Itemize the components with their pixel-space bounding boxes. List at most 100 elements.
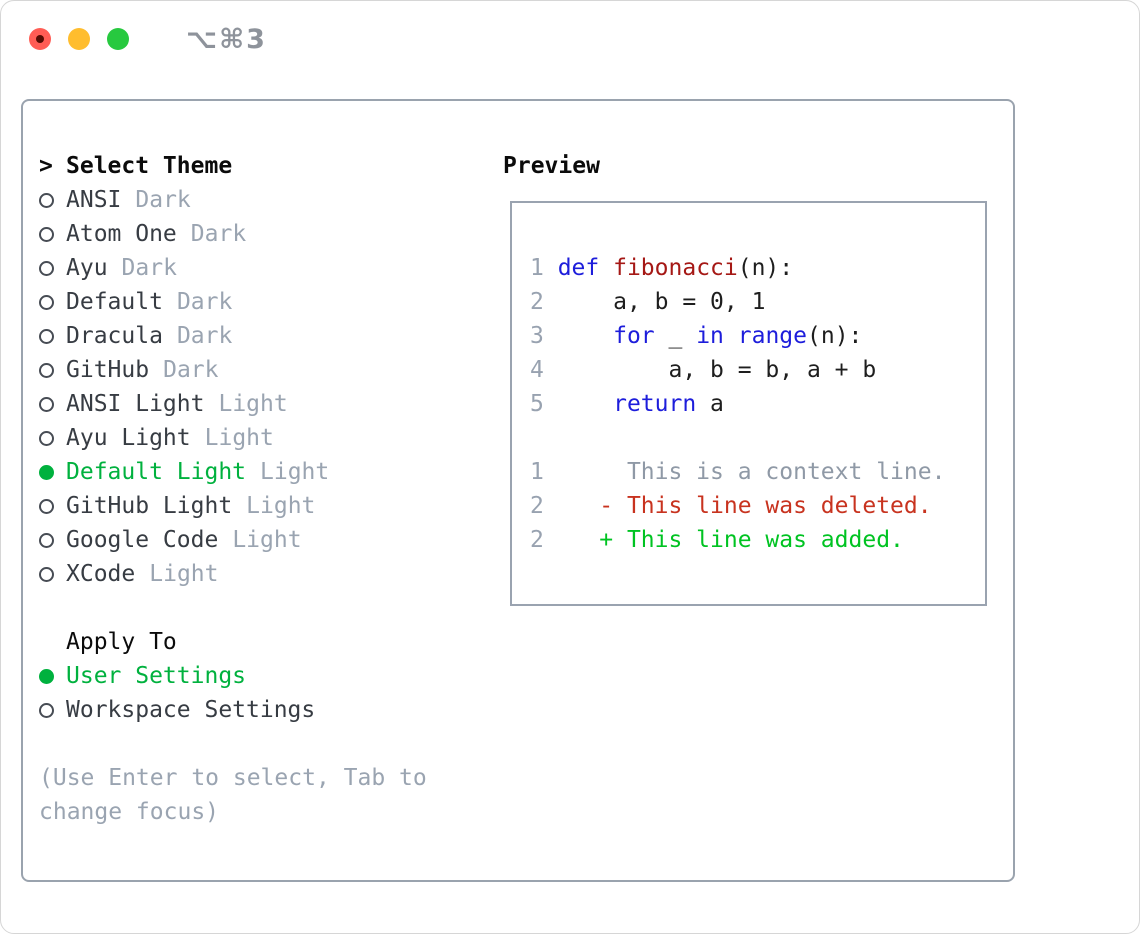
radio-circle: [39, 430, 54, 446]
preview-code-line: 2 + This line was added.: [530, 523, 985, 557]
code-segment-pl: (n):: [807, 323, 863, 349]
theme-variant: Light: [204, 425, 274, 451]
radio-circle: [39, 566, 54, 582]
theme-option-github-light[interactable]: GitHub Light Light: [39, 489, 499, 523]
theme-variant: Dark: [176, 289, 233, 315]
code-segment-ln: 2: [530, 289, 558, 315]
code-segment-pl: [544, 493, 599, 519]
theme-variant: Dark: [190, 221, 247, 247]
radio-circle: [39, 396, 54, 412]
theme-name: GitHub: [66, 357, 150, 383]
preview-code-line: 4 a, b = b, a + b: [530, 353, 985, 387]
code-segment-ln: 4: [530, 357, 558, 383]
theme-variant: Light: [246, 493, 316, 519]
apply-to-label: Apply To: [66, 629, 177, 655]
code-segment-ln: 1: [530, 459, 544, 485]
preview-code-line: 1 def fibonacci(n):: [530, 251, 985, 285]
code-segment-pl: [544, 527, 599, 553]
theme-option-ansi[interactable]: ANSI Dark: [39, 183, 499, 217]
code-segment-pl: a, b = b, a + b: [557, 357, 877, 383]
theme-name: Ayu Light: [66, 425, 191, 451]
radio-icon: [39, 430, 66, 446]
radio-icon: [39, 294, 66, 310]
code-segment-del: - This line was deleted.: [599, 493, 932, 519]
select-theme-label: Select Theme: [66, 153, 233, 179]
code-segment-pl: [599, 255, 613, 281]
theme-name: Atom One: [66, 221, 177, 247]
apply-option-name: Workspace Settings: [66, 697, 316, 723]
apply-option-workspace-settings[interactable]: Workspace Settings: [39, 693, 499, 727]
radio-circle: [39, 362, 54, 378]
theme-variant: Dark: [176, 323, 233, 349]
close-button[interactable]: [29, 28, 51, 50]
code-segment-pl: (n):: [737, 255, 794, 281]
code-segment-ctx: This is a context line.: [543, 459, 946, 485]
apply-to-header: Apply To: [39, 625, 499, 659]
radio-icon: [39, 396, 66, 412]
theme-name: GitHub Light: [66, 493, 233, 519]
minimize-button[interactable]: [68, 28, 90, 50]
preview-code-line: 2 a, b = 0, 1: [530, 285, 985, 319]
theme-name: ANSI: [66, 187, 122, 213]
radio-icon: [39, 498, 66, 514]
radio-icon: [39, 260, 66, 276]
hint-text: (Use Enter to select, Tab to change focu…: [39, 761, 499, 829]
radio-icon: [39, 362, 66, 378]
theme-variant: Light: [260, 459, 330, 485]
apply-option-name: User Settings: [66, 663, 247, 689]
code-segment-ln: 5: [530, 391, 558, 417]
radio-circle: [39, 498, 54, 514]
preview-code-line: 5 return a: [530, 387, 985, 421]
radio-icon: [39, 192, 66, 208]
preview-code-line: 2 - This line was deleted.: [530, 489, 985, 523]
radio-circle: [39, 260, 54, 276]
theme-name: XCode: [66, 561, 136, 587]
code-segment-fn: fibonacci: [613, 255, 738, 281]
code-segment-kw: def: [557, 255, 600, 281]
theme-name: Dracula: [66, 323, 163, 349]
code-segment-ln: 3: [530, 323, 558, 349]
code-segment-pl: a, b = 0, 1: [557, 289, 766, 315]
preview-code-line: 1 This is a context line.: [530, 455, 985, 489]
hint-line-1: (Use Enter to select, Tab to: [39, 765, 427, 791]
preview-code-line: [530, 421, 985, 455]
apply-option-user-settings[interactable]: User Settings: [39, 659, 499, 693]
document-edited-icon: [36, 35, 44, 43]
window-title: ⌥⌘3: [186, 23, 267, 55]
code-segment-pl: _: [654, 323, 697, 349]
theme-option-default[interactable]: Default Dark: [39, 285, 499, 319]
theme-name: Default: [66, 289, 163, 315]
select-theme-header: > Select Theme: [39, 149, 499, 183]
spacer-row: [39, 727, 499, 761]
theme-option-atom-one[interactable]: Atom One Dark: [39, 217, 499, 251]
code-segment-ln: 1: [530, 255, 558, 281]
radio-circle: [39, 702, 54, 718]
radio-icon: [39, 566, 66, 582]
theme-name: Default Light: [66, 459, 247, 485]
code-segment-pl: [558, 323, 613, 349]
theme-option-ayu-light[interactable]: Ayu Light Light: [39, 421, 499, 455]
zoom-button[interactable]: [107, 28, 129, 50]
radio-selected-icon: [39, 668, 66, 684]
code-segment-add: + This line was added.: [599, 527, 904, 553]
radio-icon: [39, 702, 66, 718]
radio-circle: [39, 532, 54, 548]
code-segment-kw: return: [613, 391, 697, 417]
theme-name: ANSI Light: [66, 391, 205, 417]
theme-option-default-light[interactable]: Default Light Light: [39, 455, 499, 489]
radio-icon: [39, 532, 66, 548]
theme-variant: Dark: [121, 255, 177, 281]
theme-variant: Dark: [135, 187, 191, 213]
theme-option-dracula[interactable]: Dracula Dark: [39, 319, 499, 353]
radio-circle: [39, 328, 54, 344]
